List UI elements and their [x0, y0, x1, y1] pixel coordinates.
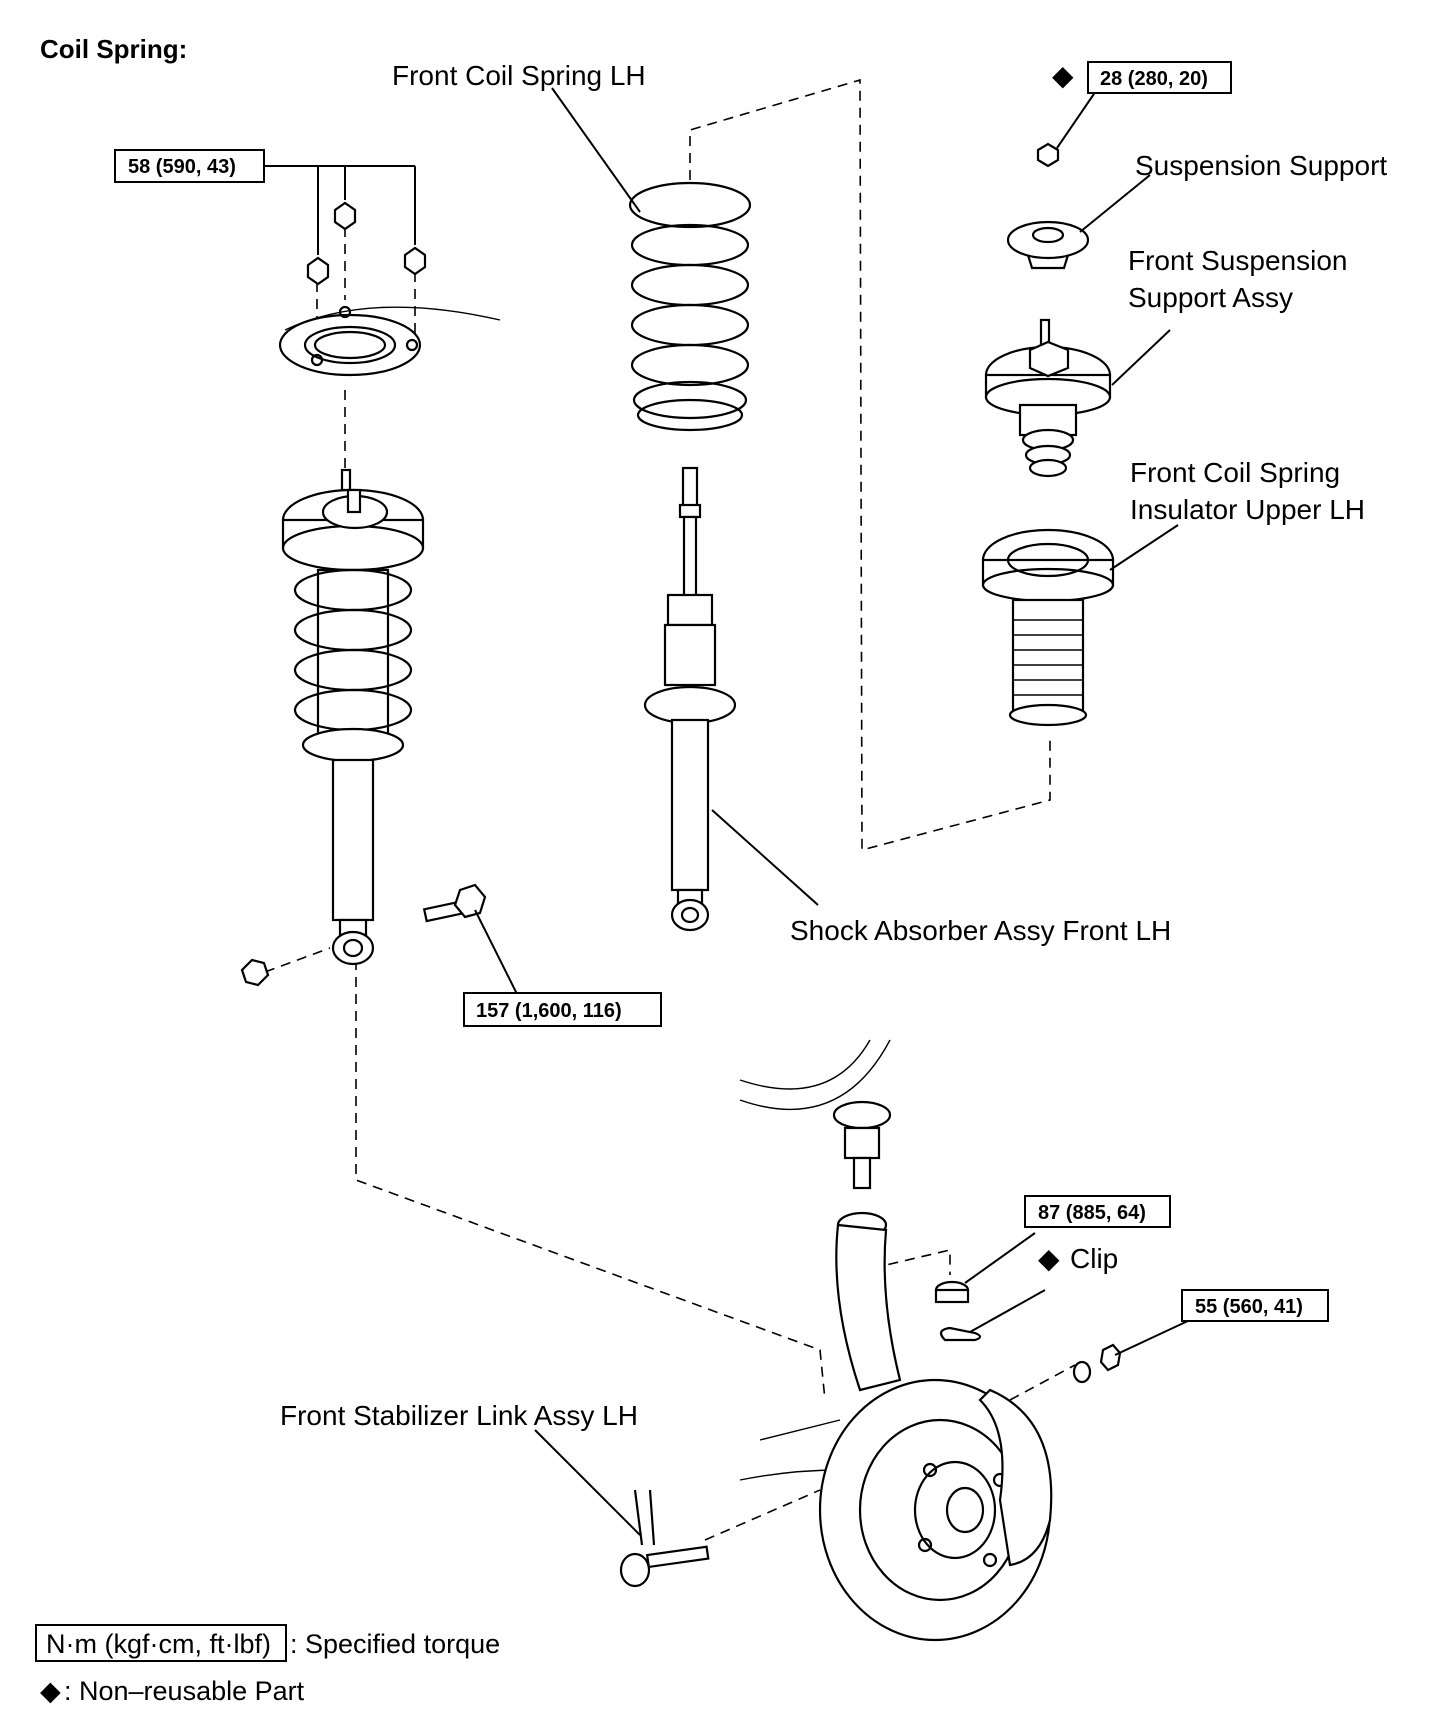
label-front-suspension-support-assy-1: Front Suspension — [1128, 245, 1347, 276]
torque-box-stabilizer-nut: 55 (560, 41) — [1181, 1289, 1329, 1322]
svg-text:157 (1,600, 116): 157 (1,600, 116) — [476, 1000, 622, 1022]
clip-drawing — [939, 1326, 982, 1342]
legend-torque: N·m (kgf·cm, ft·lbf) : Specified torque — [35, 1624, 500, 1662]
label-front-coil-spring: Front Coil Spring LH — [392, 60, 646, 91]
legend-torque-text: : Specified torque — [290, 1629, 500, 1659]
label-clip: Clip — [1070, 1243, 1118, 1274]
svg-text:28 (280, 20): 28 (280, 20) — [1100, 68, 1208, 90]
svg-text:55 (560, 41): 55 (560, 41) — [1195, 1296, 1303, 1318]
suspension-support-drawing — [1006, 220, 1090, 270]
upper-mount-nuts-drawing — [306, 201, 427, 286]
stabilizer-link-drawing — [619, 1489, 710, 1588]
label-front-suspension-support-assy-2: Support Assy — [1128, 282, 1293, 313]
stabilizer-nut-drawing — [1072, 1343, 1122, 1384]
legend-torque-unit: N·m (kgf·cm, ft·lbf) — [46, 1629, 271, 1659]
legend-non-reusable: ◆ : Non–reusable Part — [40, 1676, 305, 1706]
torque-box-upper-mount-nuts: 58 (590, 43) — [114, 149, 265, 183]
front-coil-spring-drawing — [628, 181, 752, 432]
lower-bolt-drawing — [240, 883, 487, 987]
diagram-title: Coil Spring: — [40, 34, 187, 64]
torque-box-top-nut: 28 (280, 20) — [1087, 61, 1232, 94]
non-reusable-diamond-clip: ◆ — [1038, 1243, 1060, 1274]
steering-knuckle-drawing — [739, 1211, 902, 1481]
body-strut-tower-drawing — [278, 305, 501, 377]
leader-lines — [264, 87, 1191, 1536]
shock-absorber-drawing — [643, 466, 737, 932]
top-nut-drawing — [1036, 142, 1060, 168]
non-reusable-diamond-top-nut: ◆ — [1052, 60, 1074, 91]
upper-arm-drawing — [739, 1039, 892, 1190]
assembled-strut-drawing — [281, 468, 425, 966]
assembly-dashed-lines — [264, 78, 1076, 1541]
knuckle-nut-drawing — [934, 1280, 970, 1304]
torque-box-knuckle-nut: 87 (885, 64) — [1024, 1195, 1171, 1228]
label-front-coil-spring-insulator-2: Insulator Upper LH — [1130, 494, 1365, 525]
svg-text:58 (590, 43): 58 (590, 43) — [128, 156, 236, 178]
label-shock-absorber: Shock Absorber Assy Front LH — [790, 915, 1171, 946]
legend-non-reusable-diamond: ◆ — [40, 1676, 61, 1706]
label-suspension-support: Suspension Support — [1135, 150, 1387, 181]
label-front-coil-spring-insulator-1: Front Coil Spring — [1130, 457, 1340, 488]
front-suspension-support-assy-drawing — [984, 318, 1112, 478]
brake-disc-drawing — [818, 1378, 1053, 1642]
svg-text:87 (885, 64): 87 (885, 64) — [1038, 1202, 1146, 1224]
legend-non-reusable-text: : Non–reusable Part — [64, 1676, 305, 1706]
label-stabilizer-link: Front Stabilizer Link Assy LH — [280, 1400, 638, 1431]
front-coil-spring-insulator-drawing — [981, 528, 1115, 727]
torque-box-lower-bolt: 157 (1,600, 116) — [463, 992, 662, 1027]
